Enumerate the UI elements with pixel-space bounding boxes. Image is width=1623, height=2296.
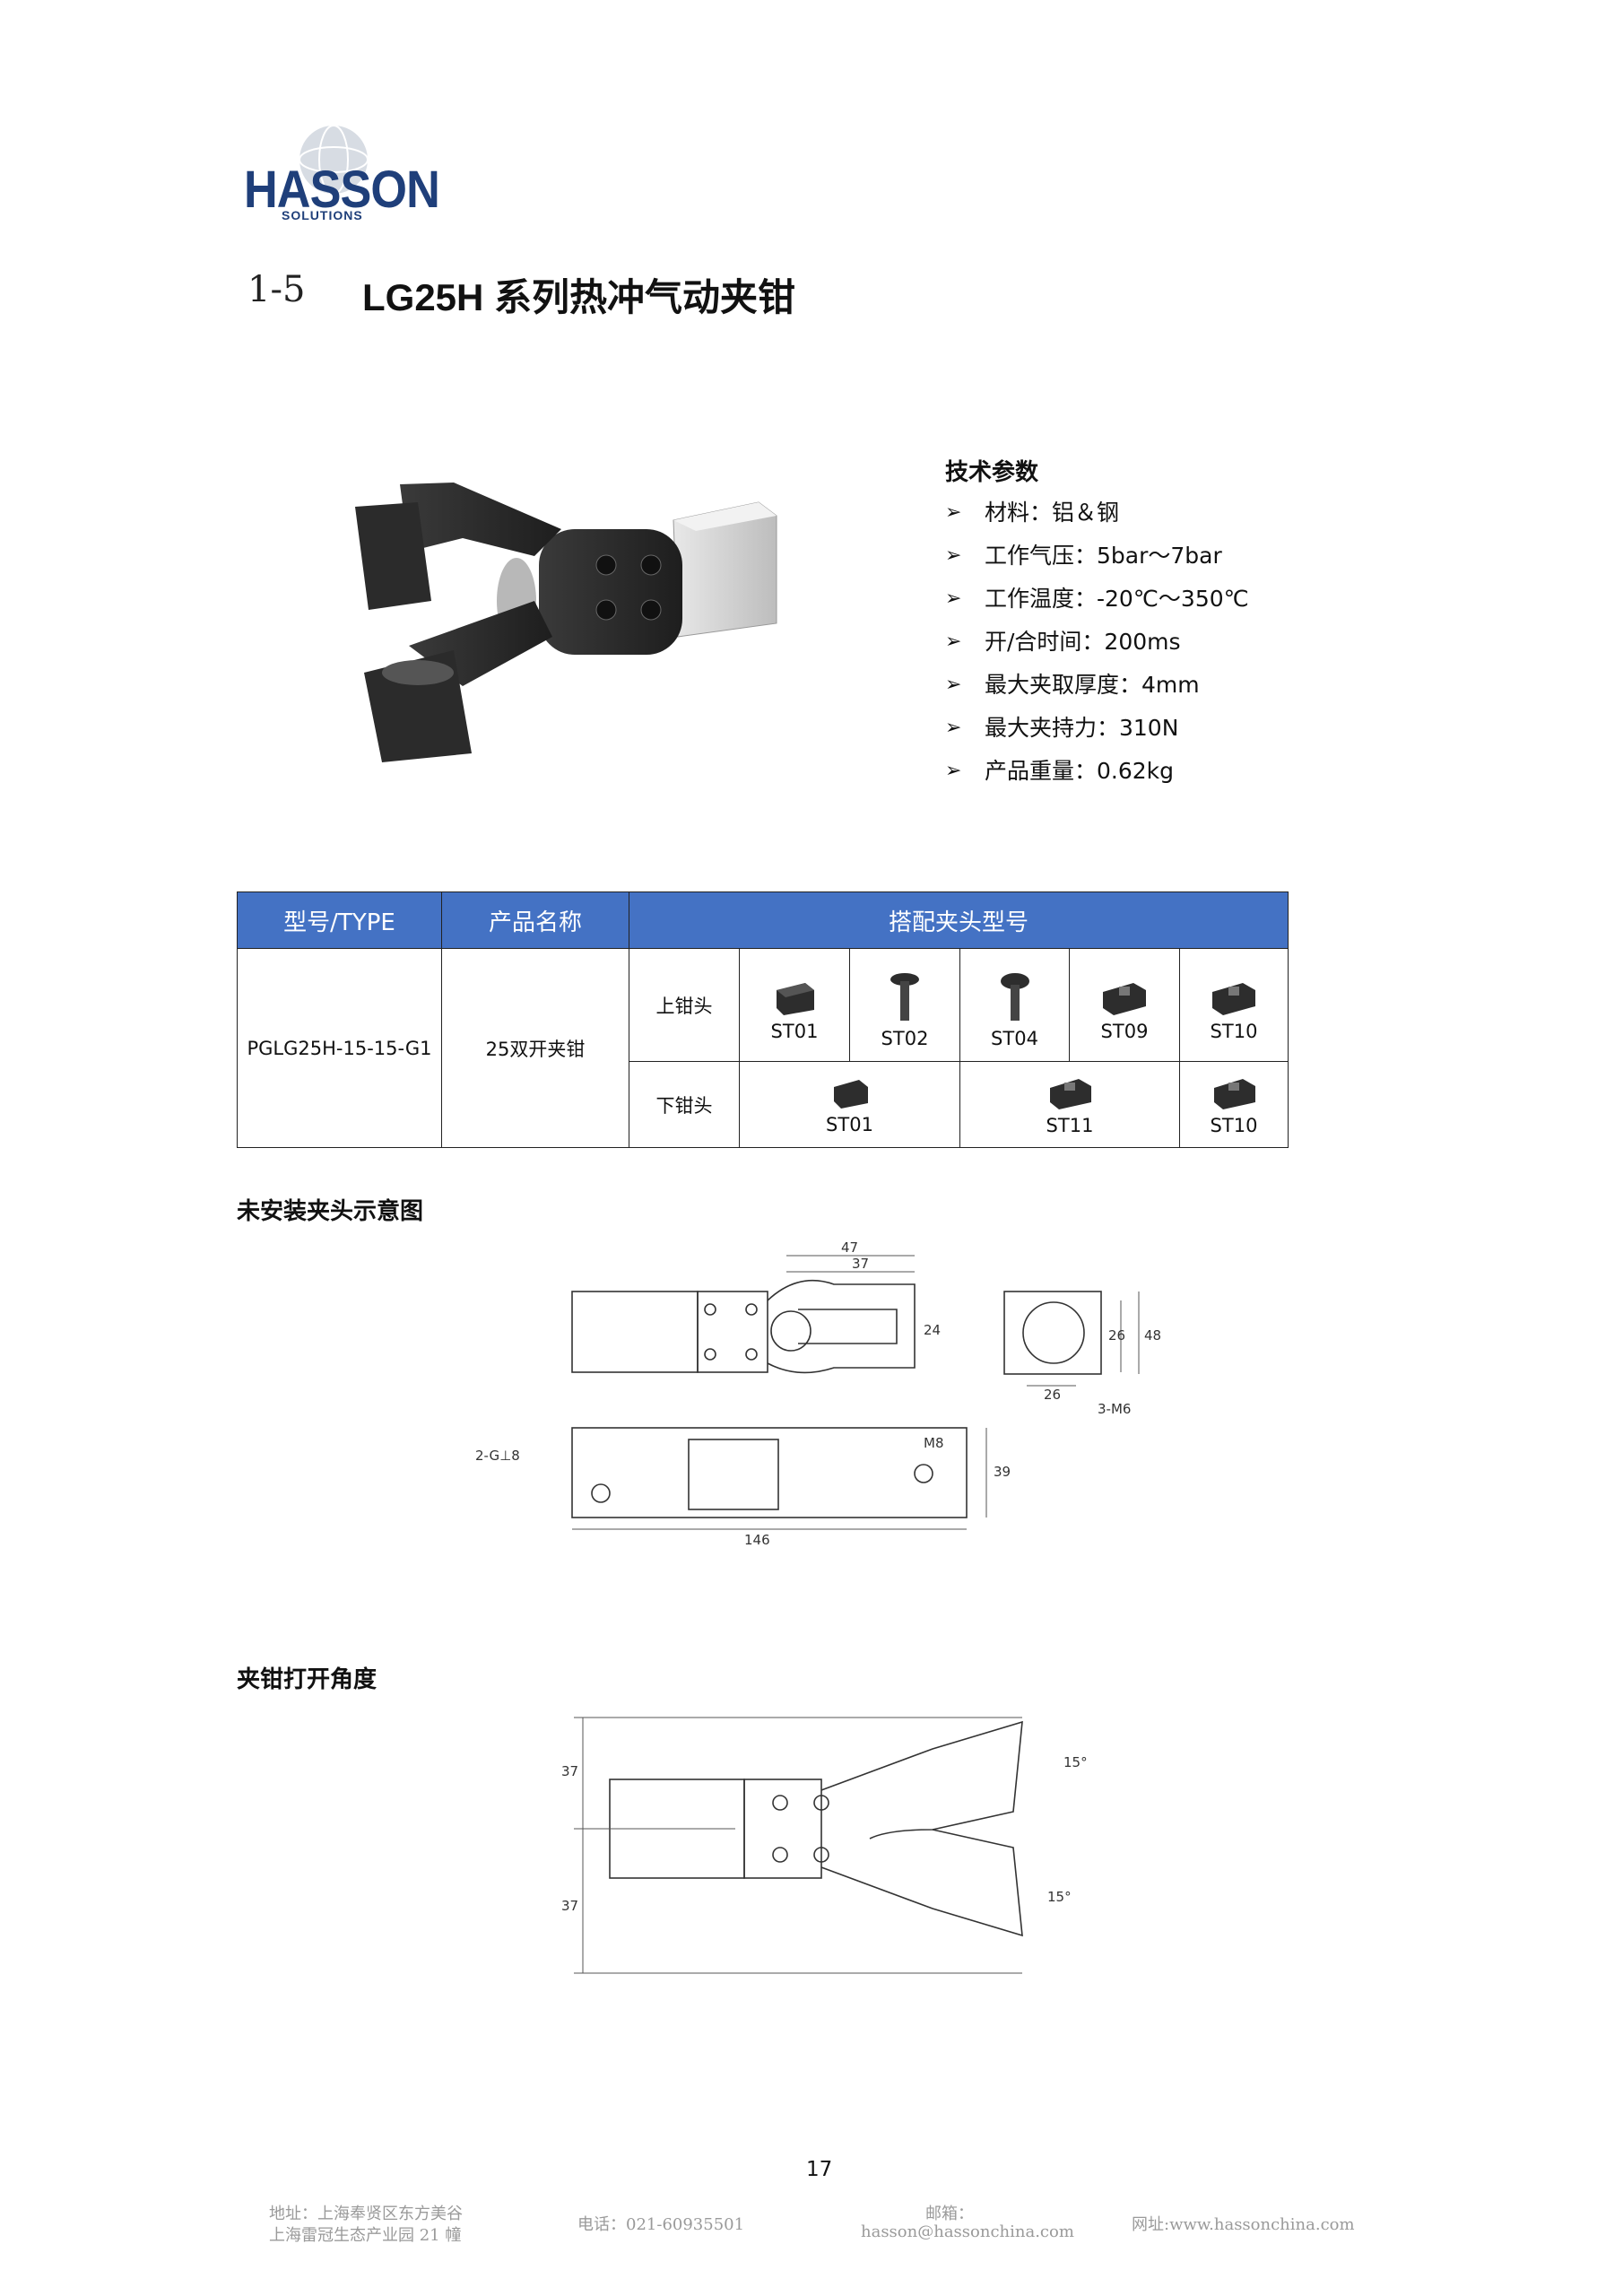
dim-label: 37 (852, 1256, 869, 1272)
dim-label: 48 (1144, 1327, 1161, 1344)
section-heading-open-angle: 夹钳打开角度 (237, 1666, 378, 1693)
dim-label: 15° (1047, 1889, 1072, 1905)
dim-label: M8 (924, 1435, 944, 1451)
dim-label: 26 (1044, 1387, 1061, 1403)
bullet-arrow-icon: ➢ (945, 587, 962, 610)
bullet-arrow-icon: ➢ (945, 631, 962, 653)
list-item: ➢材料：铝＆钢 (945, 495, 1249, 538)
upper-item: ST02 (849, 948, 960, 1062)
footer-address-line1: 地址：上海奉贤区东方美谷 (269, 2205, 463, 2223)
list-item: ➢最大夹持力：310N (945, 710, 1249, 753)
block-jaw-icon (777, 982, 814, 1015)
bullet-arrow-icon: ➢ (945, 674, 962, 696)
list-item: ➢工作温度：-20℃～350℃ (945, 581, 1249, 624)
footer-website: 网址:www.hassonchina.com (1132, 2215, 1355, 2234)
header-heads: 搭配夹头型号 (629, 891, 1289, 949)
dim-label: 2-G⊥8 (475, 1448, 520, 1464)
dim-label: 47 (841, 1239, 858, 1256)
dim-label: 15° (1063, 1754, 1088, 1770)
gripper-product-image (355, 483, 777, 762)
product-cell: 25双开夹钳 (441, 948, 629, 1148)
model-cell: PGLG25H-15-15-G1 (237, 948, 442, 1148)
upper-item: ST01 (739, 948, 850, 1062)
company-logo: HASSON SOLUTIONS (244, 115, 440, 222)
logo-subtitle: SOLUTIONS (282, 208, 363, 222)
footer-phone: 电话：021-60935501 (577, 2215, 745, 2234)
list-item: ➢最大夹取厚度：4mm (945, 667, 1249, 710)
dim-label: 37 (561, 1898, 578, 1914)
model-table: 型号/TYPE 产品名称 搭配夹头型号 PGLG25H-15-15-G1 25双… (237, 891, 1289, 1148)
bullet-arrow-icon: ➢ (945, 544, 962, 567)
spec-list: ➢材料：铝＆钢 ➢工作气压：5bar～7bar ➢工作温度：-20℃～350℃ … (945, 495, 1249, 796)
spec-heading: 技术参数 (945, 459, 1039, 486)
block-jaw-icon (1214, 1078, 1255, 1109)
page-number: 17 (806, 2158, 833, 2181)
footer-address-line2: 上海雷冠生态产业园 21 幢 (269, 2226, 462, 2245)
header-product: 产品名称 (441, 891, 629, 949)
dim-label: 24 (924, 1322, 941, 1338)
upper-item: ST09 (1069, 948, 1180, 1062)
list-item: ➢产品重量：0.62kg (945, 753, 1249, 796)
dim-label: 37 (561, 1763, 578, 1779)
dimension-drawing-angle: 37 37 15° 15° (561, 1717, 1088, 1974)
dim-label: 26 (1108, 1327, 1125, 1344)
lower-item: ST01 (739, 1061, 960, 1148)
dim-label: 3-M6 (1098, 1401, 1131, 1417)
footer-email-label: 邮箱： (925, 2205, 974, 2223)
list-item: ➢开/合时间：200ms (945, 624, 1249, 667)
pin-jaw-icon (1000, 972, 1029, 1021)
block-jaw-icon (1050, 1078, 1091, 1109)
logo-wordmark: HASSON (244, 161, 440, 219)
bullet-arrow-icon: ➢ (945, 760, 962, 782)
block-jaw-icon (1103, 982, 1146, 1015)
page-title: LG25H 系列热冲气动夹钳 (362, 276, 796, 318)
lower-head-label: 下钳头 (629, 1061, 740, 1148)
globe-icon (299, 125, 369, 195)
footer-email: hasson@hassonchina.com (861, 2222, 1074, 2241)
bullet-arrow-icon: ➢ (945, 717, 962, 739)
upper-item: ST10 (1179, 948, 1289, 1062)
header-type: 型号/TYPE (237, 891, 442, 949)
dim-label: 39 (994, 1464, 1011, 1480)
upper-head-label: 上钳头 (629, 948, 740, 1062)
section-number: 1-5 (247, 269, 306, 310)
block-jaw-icon (1212, 982, 1255, 1015)
dimension-drawing-top: 47 37 24 26 48 26 3-M6 M8 2-G⊥8 39 146 (475, 1239, 1161, 1548)
upper-item: ST04 (959, 948, 1070, 1062)
block-jaw-icon (833, 1079, 868, 1109)
lower-item: ST11 (959, 1061, 1180, 1148)
dim-label: 146 (744, 1532, 770, 1548)
section-heading-no-jaw: 未安装夹头示意图 (237, 1198, 424, 1225)
bullet-arrow-icon: ➢ (945, 501, 962, 524)
pin-jaw-icon (890, 972, 919, 1021)
list-item: ➢工作气压：5bar～7bar (945, 538, 1249, 581)
lower-item: ST10 (1179, 1061, 1289, 1148)
